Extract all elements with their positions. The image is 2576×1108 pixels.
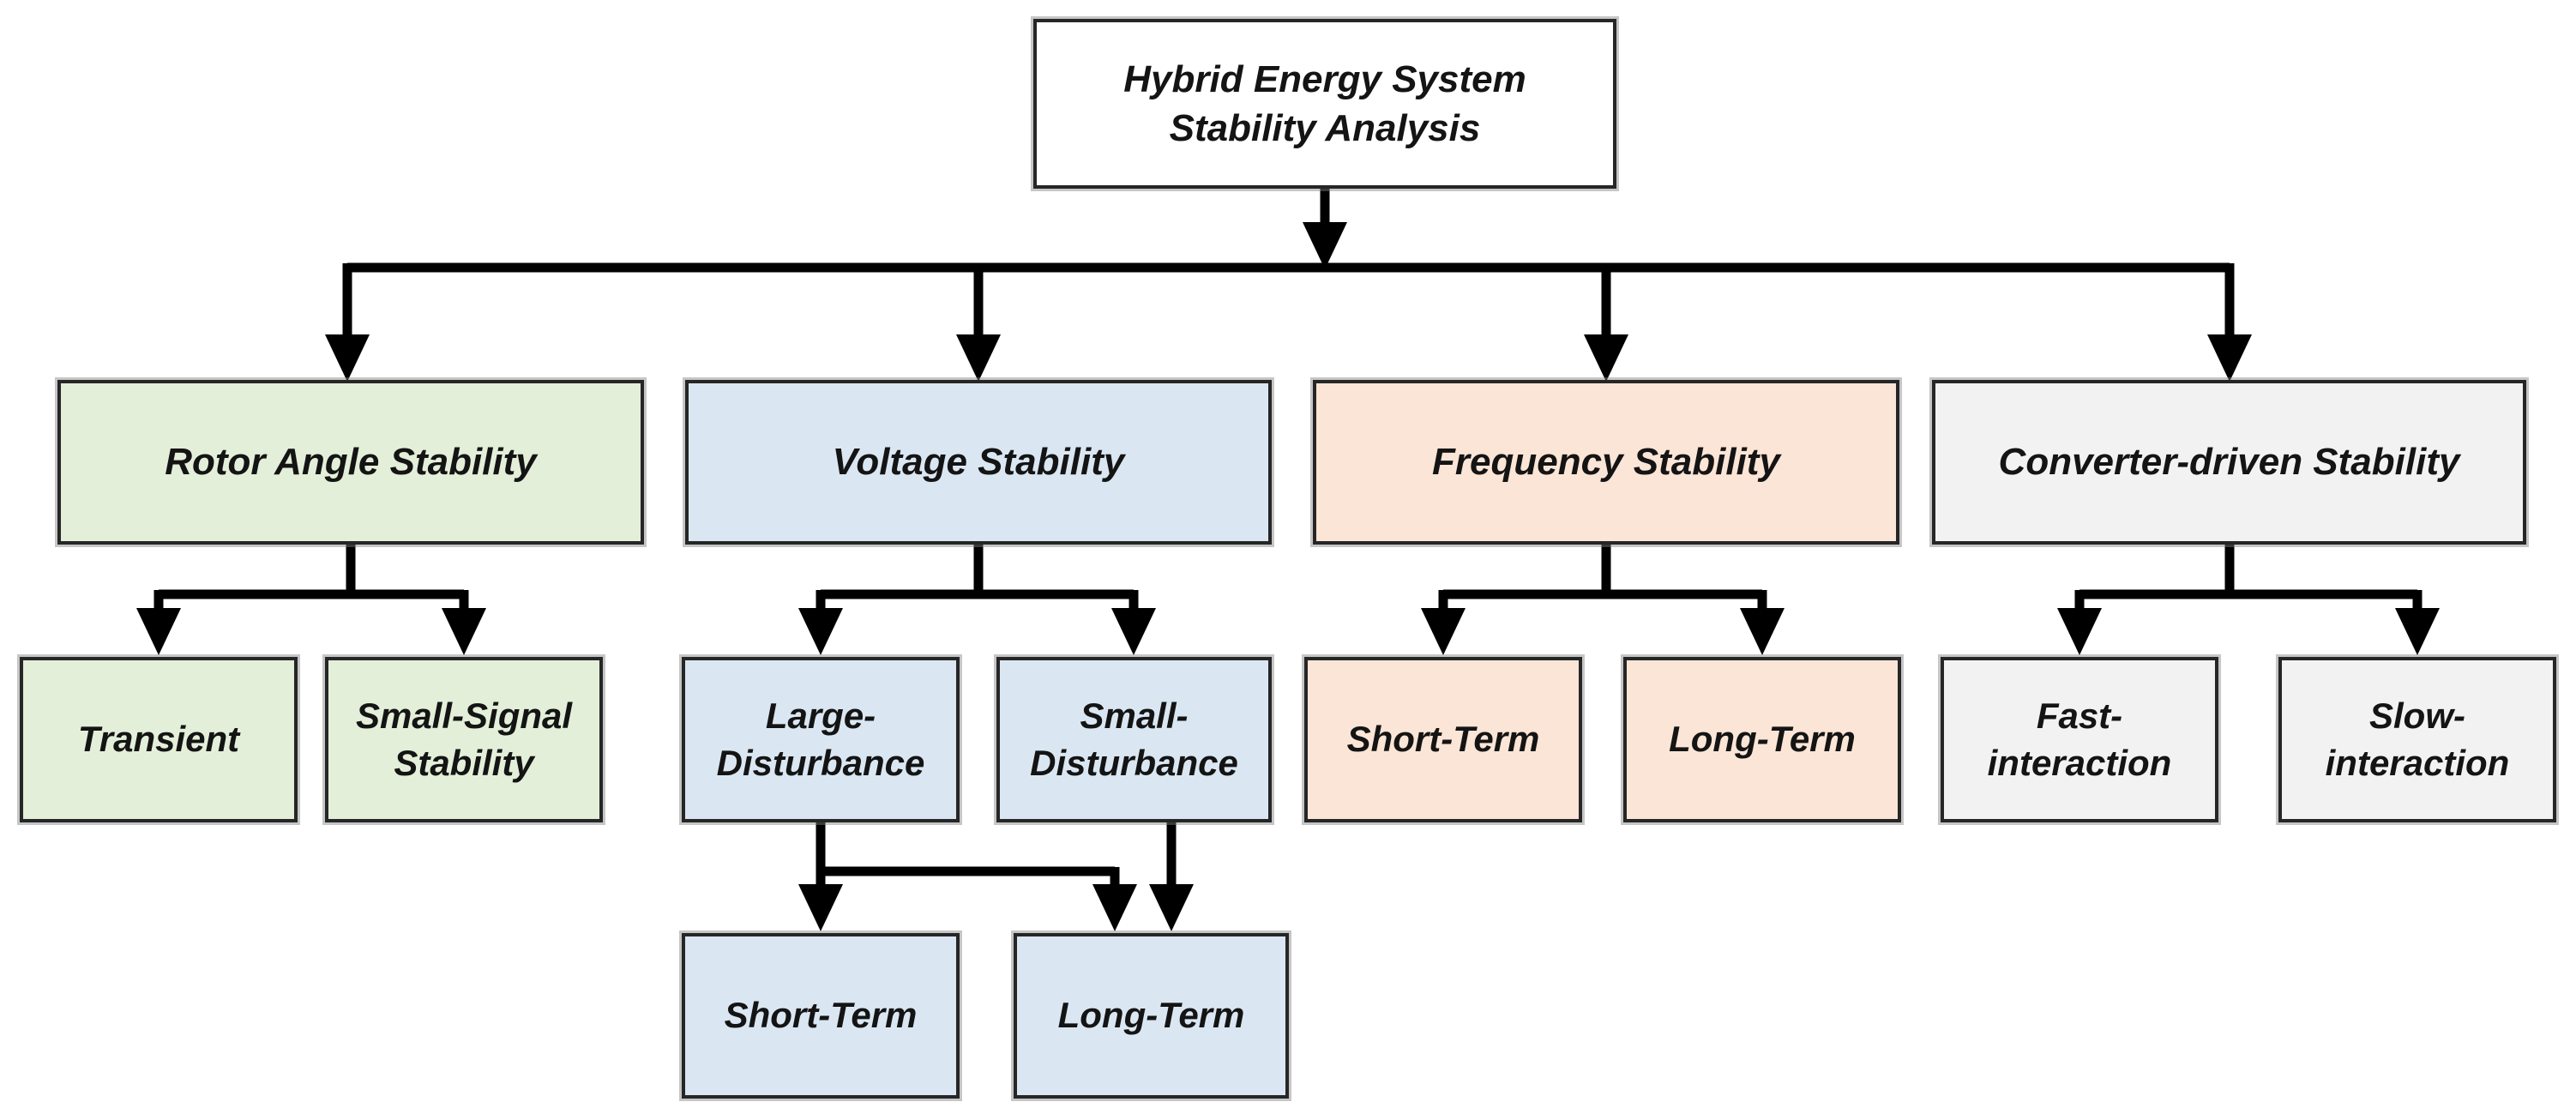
node-voltage-stability: Voltage Stability (685, 380, 1272, 545)
arrowhead (798, 608, 1156, 655)
node-root: Hybrid Energy System Stability Analysis (1033, 19, 1616, 189)
node-frequency-long-term: Long-Term (1623, 657, 1901, 822)
connector-line (1438, 543, 1767, 611)
connector-root-to-bus (1303, 187, 1347, 269)
node-voltage-short-term: Short-Term (682, 933, 960, 1099)
connector-disturbance-to-term (798, 821, 1194, 931)
node-frequency-short-term: Short-Term (1304, 657, 1582, 822)
node-voltage-long-term: Long-Term (1014, 933, 1289, 1099)
node-fast-interaction: Fast-interaction (1941, 657, 2218, 822)
connector-line (153, 543, 469, 611)
arrowhead (1421, 608, 1785, 655)
connector-line (816, 543, 1139, 611)
arrowhead (798, 884, 1194, 931)
arrowhead (325, 334, 2252, 382)
node-converter-driven-stability: Converter-driven Stability (1932, 380, 2526, 545)
node-small-signal-stability: Small-Signal Stability (325, 657, 603, 822)
node-frequency-stability: Frequency Stability (1313, 380, 1899, 545)
connector-bus-to-branches (325, 262, 2252, 382)
node-small-disturbance: Small-Disturbance (996, 657, 1272, 822)
connector-frequency-children (1421, 543, 1785, 655)
arrowhead (2057, 608, 2440, 655)
node-rotor-angle-stability: Rotor Angle Stability (57, 380, 644, 545)
connector-line (2074, 543, 2423, 611)
connector-converter-children (2057, 543, 2440, 655)
arrowhead (136, 608, 486, 655)
connector-line (816, 821, 1177, 886)
connector-voltage-children (798, 543, 1156, 655)
node-large-disturbance: Large-Disturbance (682, 657, 960, 822)
connector-rotor-children (136, 543, 486, 655)
connector-line (342, 262, 2235, 336)
node-slow-interaction: Slow-interaction (2278, 657, 2556, 822)
arrowhead (1303, 222, 1347, 269)
node-transient: Transient (20, 657, 298, 822)
